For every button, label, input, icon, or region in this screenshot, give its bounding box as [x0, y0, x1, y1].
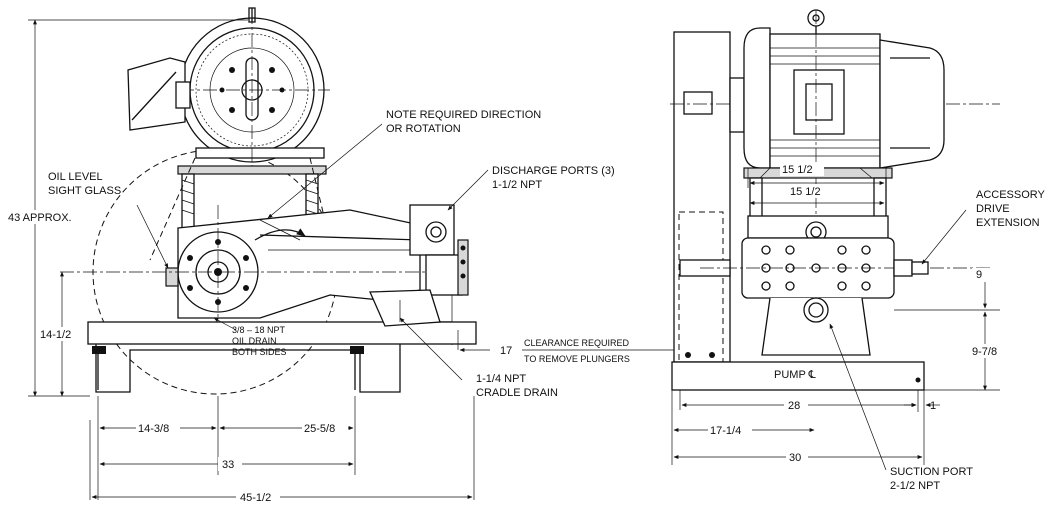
cradle-drain-label-1: 1-1/4 NPT	[476, 373, 526, 385]
dim-1-label: 1	[930, 400, 936, 412]
clearance-dim-label: 17	[500, 345, 512, 357]
oil-level-label-2: SIGHT GLASS	[48, 185, 121, 197]
dim-45-1-2-label: 45-1/2	[240, 492, 271, 504]
end-spring-right	[873, 177, 887, 219]
dim-33-label: 33	[222, 459, 234, 471]
accessory-label-2: DRIVE	[976, 203, 1010, 215]
cradle-drain-label-2: CRADLE DRAIN	[476, 387, 558, 399]
dim-9-7-8-label: 9-7/8	[972, 346, 997, 358]
side-elevation-view	[28, 7, 700, 500]
oil-drain-label-2: OIL DRAIN	[232, 336, 277, 346]
end-pump	[700, 215, 990, 356]
dim-17-1-4-label: 17-1/4	[710, 425, 741, 437]
dim-15-1-2-b-label: 15 1/2	[790, 186, 821, 198]
terminal-box	[127, 57, 191, 131]
suction-port-label-2: 2-1/2 NPT	[890, 480, 940, 492]
dim-15-1-2-a-label: 15 1/2	[782, 164, 813, 176]
dim-25-5-8-label: 25-5/8	[304, 423, 335, 435]
end-motor	[729, 9, 945, 330]
discharge-ports-label-1: DISCHARGE PORTS (3)	[492, 165, 615, 177]
discharge-ports-label-2: 1-1/2 NPT	[492, 179, 542, 191]
end-elevation-view	[670, 9, 1000, 471]
pump-body	[60, 205, 430, 340]
end-base	[671, 361, 925, 391]
clearance-label-2: TO REMOVE PLUNGERS	[524, 354, 630, 364]
accessory-shaft	[911, 261, 929, 275]
dim-14-3-8-label: 14-3/8	[138, 423, 169, 435]
height-approx-label: 43 APPROX.	[8, 212, 72, 224]
motor-mount	[149, 157, 336, 263]
base-cradle	[87, 289, 477, 393]
rotation-arrow	[254, 228, 306, 241]
oil-drain-label-1: 3/8 – 18 NPT	[232, 325, 286, 335]
discharge-manifold	[409, 204, 469, 345]
pump-centerline-label: PUMP ℄	[774, 369, 816, 381]
note-rotation-label-1: NOTE REQUIRED DIRECTION	[386, 109, 541, 121]
note-rotation-label-2: OR ROTATION	[386, 123, 461, 135]
accessory-label-3: EXTENSION	[976, 217, 1040, 229]
dim-14-1-2-label: 14-1/2	[40, 329, 71, 341]
dim-9-label: 9	[976, 269, 982, 281]
dim-28-label: 28	[788, 400, 800, 412]
accessory-label-1: ACCESSORY	[976, 189, 1046, 201]
end-spring-left	[749, 177, 763, 219]
dim-30-label: 30	[789, 452, 801, 464]
oil-drain-label-3: BOTH SIDES	[232, 347, 287, 357]
oil-level-label-1: OIL LEVEL	[48, 171, 103, 183]
motor-housing	[179, 7, 330, 170]
clearance-label-1: CLEARANCE REQUIRED	[524, 338, 630, 348]
suction-port-label-1: SUCTION PORT	[890, 466, 973, 478]
